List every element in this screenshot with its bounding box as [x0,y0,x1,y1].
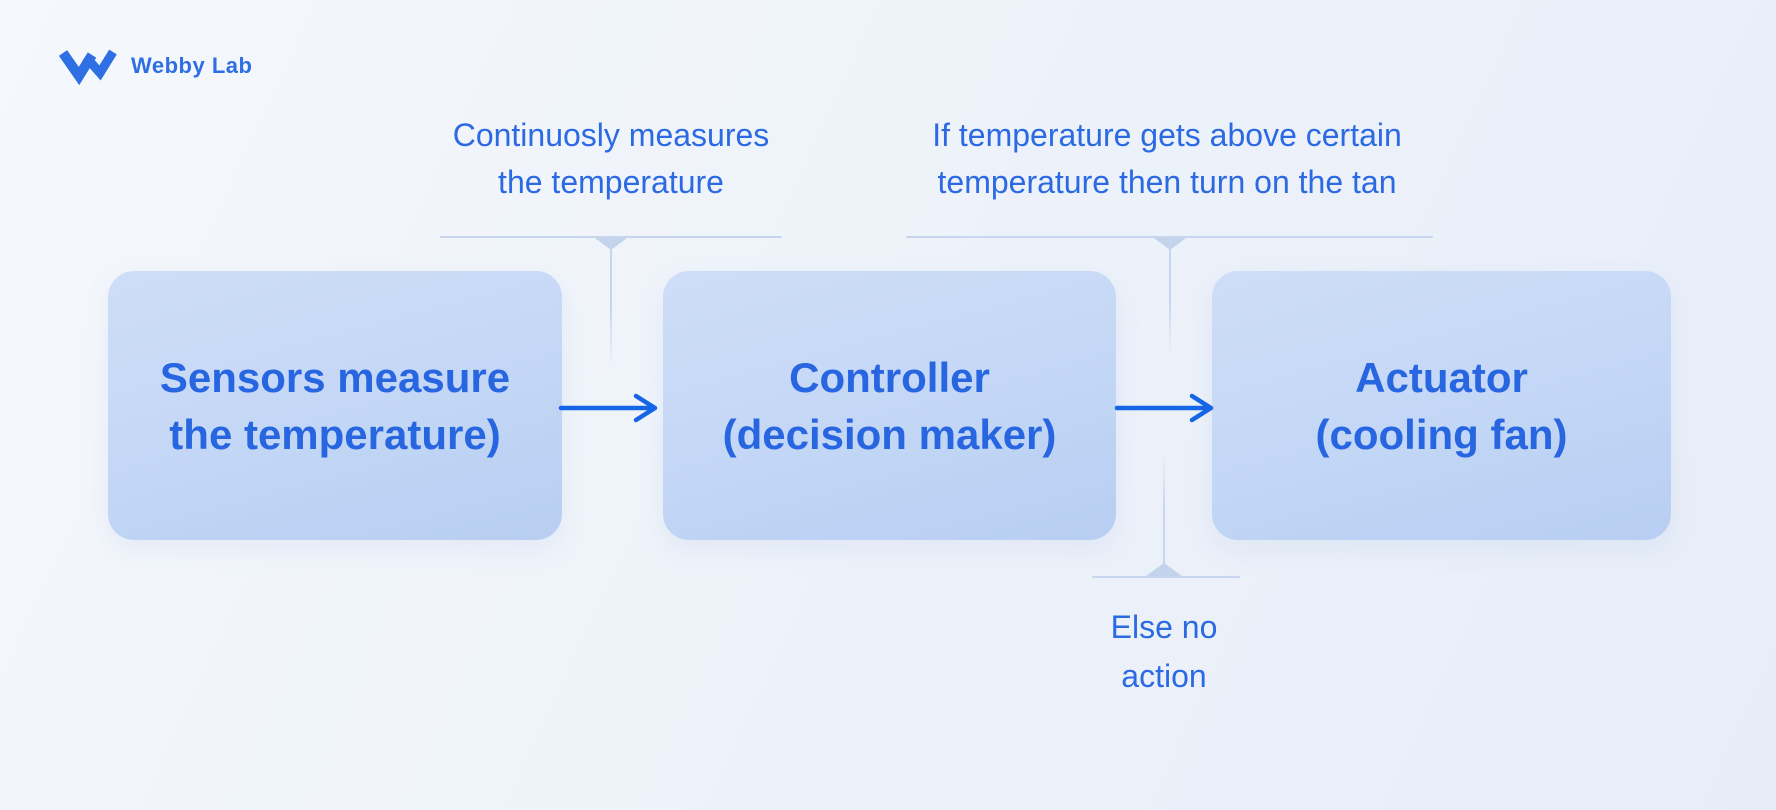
bracket-stem [1169,238,1171,356]
node-label-line: Controller [789,353,990,401]
flow-arrow-controller-to-actuator [1114,388,1218,428]
brand-logo: Webby Lab [56,46,252,86]
annotation-line: Continuosly measures [452,117,770,153]
node-label-line: the temperature) [169,410,501,458]
webbylab-logo-icon [58,49,117,86]
annotation-controller-note: If temperature gets above certain temper… [932,112,1402,206]
node-label-line: (cooling fan) [1315,410,1568,458]
bracket-stem [1163,452,1165,576]
annotation-line: If temperature gets above certain [932,117,1402,153]
node-label-line: Actuator [1355,353,1528,401]
node-label-line: (decision maker) [722,410,1057,458]
flow-arrow-sensors-to-controller [558,388,662,428]
bracket-horizontal-line [1092,576,1240,578]
bracket-horizontal-line [440,236,782,238]
annotation-line: Else no [1110,609,1218,645]
node-actuator: Actuator (cooling fan) [1212,271,1671,540]
bracket-stem [610,238,612,368]
annotation-line: the temperature [498,164,724,200]
brand-name: Webby Lab [131,53,253,78]
annotation-line: temperature then turn on the tan [937,164,1397,200]
node-label-line: Sensors measure [159,353,511,401]
bracket-horizontal-line [906,236,1433,238]
node-controller: Controller (decision maker) [663,271,1116,540]
annotation-sensor-note: Continuosly measures the temperature [453,112,770,206]
right-arrow-icon [1114,393,1214,423]
annotation-line: action [1121,658,1207,694]
node-sensors: Sensors measure the temperature) [108,271,562,540]
annotation-else-note: Else no action [1111,603,1218,701]
right-arrow-icon [558,393,658,423]
bracket-fillet [1146,563,1182,576]
